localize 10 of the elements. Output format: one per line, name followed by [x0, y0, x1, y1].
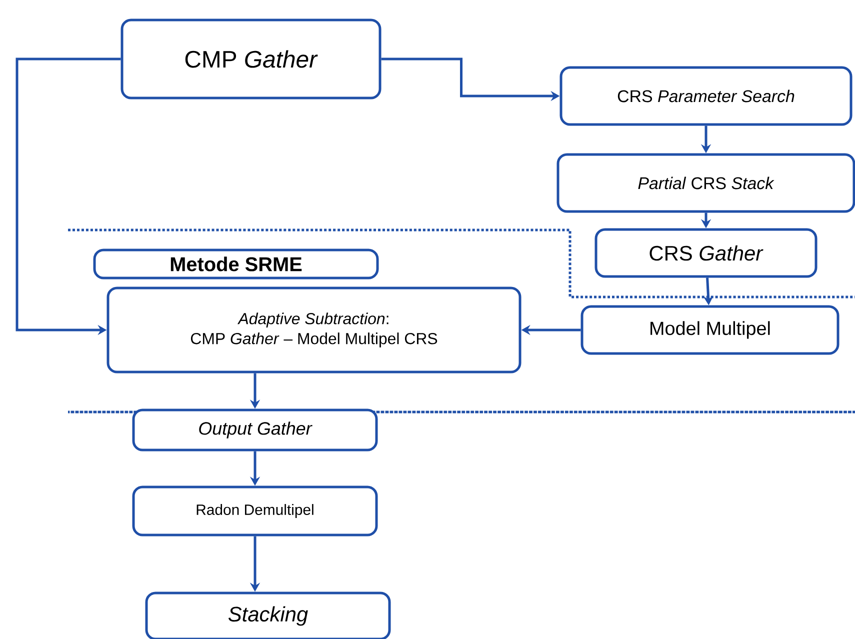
process-box: CMP Gather	[120, 18, 382, 100]
heading-box: Metode SRME	[93, 248, 379, 280]
process-box: Adaptive Subtraction: CMP Gather – Model Multipel CRS	[106, 286, 522, 374]
process-box: Radon Demultipel	[132, 486, 378, 536]
process-box: Partial CRS Stack	[556, 153, 855, 213]
process-box: Stacking	[145, 592, 391, 639]
process-box: CRS Gather	[594, 228, 818, 278]
process-box: Output Gather	[132, 408, 378, 452]
process-box: Model Multipel	[580, 305, 840, 355]
process-box: CRS Parameter Search	[560, 66, 852, 126]
